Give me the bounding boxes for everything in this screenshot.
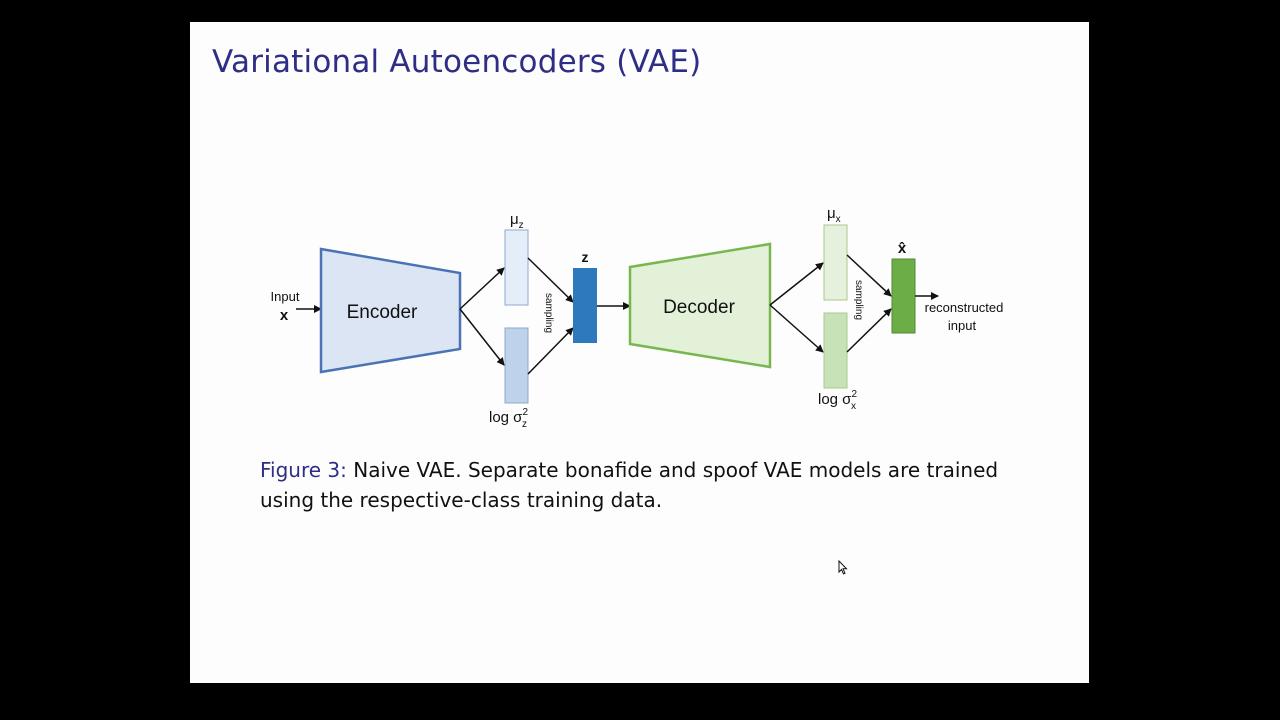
encoder-block xyxy=(319,247,462,374)
slide: Variational Autoencoders (VAE) Input x E… xyxy=(190,22,1089,683)
input-label: Input xyxy=(271,289,300,304)
mu-x-to-xhat-arrow xyxy=(846,254,892,297)
figure-caption: Figure 3: Naive VAE. Separate bonafide a… xyxy=(260,455,1020,515)
latent-z-label: z xyxy=(582,249,589,265)
mu-x-subscript: x xyxy=(836,214,841,225)
logvar-z-subscript: z xyxy=(522,419,527,430)
mouse-pointer-icon xyxy=(838,560,848,575)
mu-z-block xyxy=(504,229,529,306)
logvar-x-block xyxy=(823,312,848,389)
output-label-line2: input xyxy=(948,318,977,333)
slide-title: Variational Autoencoders (VAE) xyxy=(212,44,702,80)
logvar-x-superscript: 2 xyxy=(851,389,857,400)
logvar-z-superscript: 2 xyxy=(522,407,528,418)
logvar-x-text: log σ xyxy=(818,391,852,408)
logvar-z-text: log σ xyxy=(489,409,523,426)
encoder-to-logvar-arrow xyxy=(459,308,505,366)
mu-z-symbol: μ xyxy=(510,211,519,228)
decoder-to-mu-x-arrow xyxy=(769,262,824,306)
decoder-label: Decoder xyxy=(663,297,735,318)
encoder-to-mu-arrow xyxy=(459,267,505,310)
logvar-z-block xyxy=(504,327,529,404)
sampling-label-decoder: sampling xyxy=(853,280,864,320)
decoder-block xyxy=(628,242,772,369)
figure-label: Figure 3: xyxy=(260,458,347,482)
input-variable: x xyxy=(280,307,289,324)
logvar-z-to-z-arrow xyxy=(527,327,574,375)
logvar-x-to-xhat-arrow xyxy=(846,308,892,353)
decoder-to-logvar-x-arrow xyxy=(769,304,824,353)
mu-z-subscript: z xyxy=(519,220,524,231)
mu-x-block xyxy=(823,224,848,301)
reconstruction-variable: x̂ xyxy=(898,240,907,257)
logvar-x-subscript: x xyxy=(851,401,856,412)
reconstruction-block xyxy=(891,258,916,334)
mu-x-symbol: μ xyxy=(827,205,836,222)
mu-z-to-z-arrow xyxy=(527,257,574,303)
encoder-label: Encoder xyxy=(347,302,418,323)
latent-z-block xyxy=(573,268,597,343)
sampling-label-encoder: sampling xyxy=(543,293,554,333)
output-label-line1: reconstructed xyxy=(925,300,1004,315)
mu-x-label: μx xyxy=(827,205,841,225)
mu-z-label: μz xyxy=(510,211,524,231)
caption-text: Naive VAE. Separate bonafide and spoof V… xyxy=(260,458,999,512)
